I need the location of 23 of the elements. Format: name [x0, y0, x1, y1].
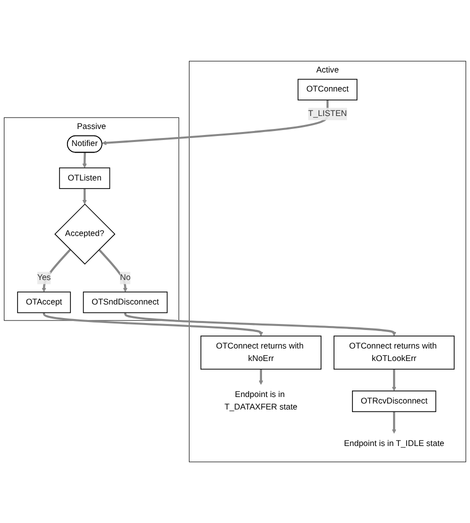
arrow [98, 248, 128, 292]
arrow [102, 100, 329, 146]
edge-label: T_LISTEN [308, 109, 347, 118]
node-box: OTAccept [17, 292, 71, 314]
arrow [42, 312, 264, 336]
node-box: OTRcvDisconnect [352, 390, 436, 412]
arrow [124, 312, 396, 336]
node-box: OTConnect returns with kOTLookErr [334, 336, 455, 370]
node-box: OTSndDisconnect [82, 292, 168, 314]
node-box: OTConnect returns with kNoErr [200, 336, 322, 370]
arrow [82, 152, 87, 168]
node-diamond: Accepted? [54, 204, 116, 265]
node-text: Endpoint is in T_DATAXFER state [224, 390, 298, 412]
arrow [42, 248, 71, 292]
arrow [82, 188, 87, 204]
node-box: OTListen [59, 167, 110, 189]
arrow [392, 412, 396, 434]
edge-label: Yes [37, 273, 51, 282]
edge-label: No [120, 273, 131, 282]
node-box: OTConnect [298, 78, 358, 100]
arrow [258, 369, 264, 385]
node-text: Endpoint is in T_IDLE state [344, 439, 444, 448]
arrow [392, 369, 396, 392]
